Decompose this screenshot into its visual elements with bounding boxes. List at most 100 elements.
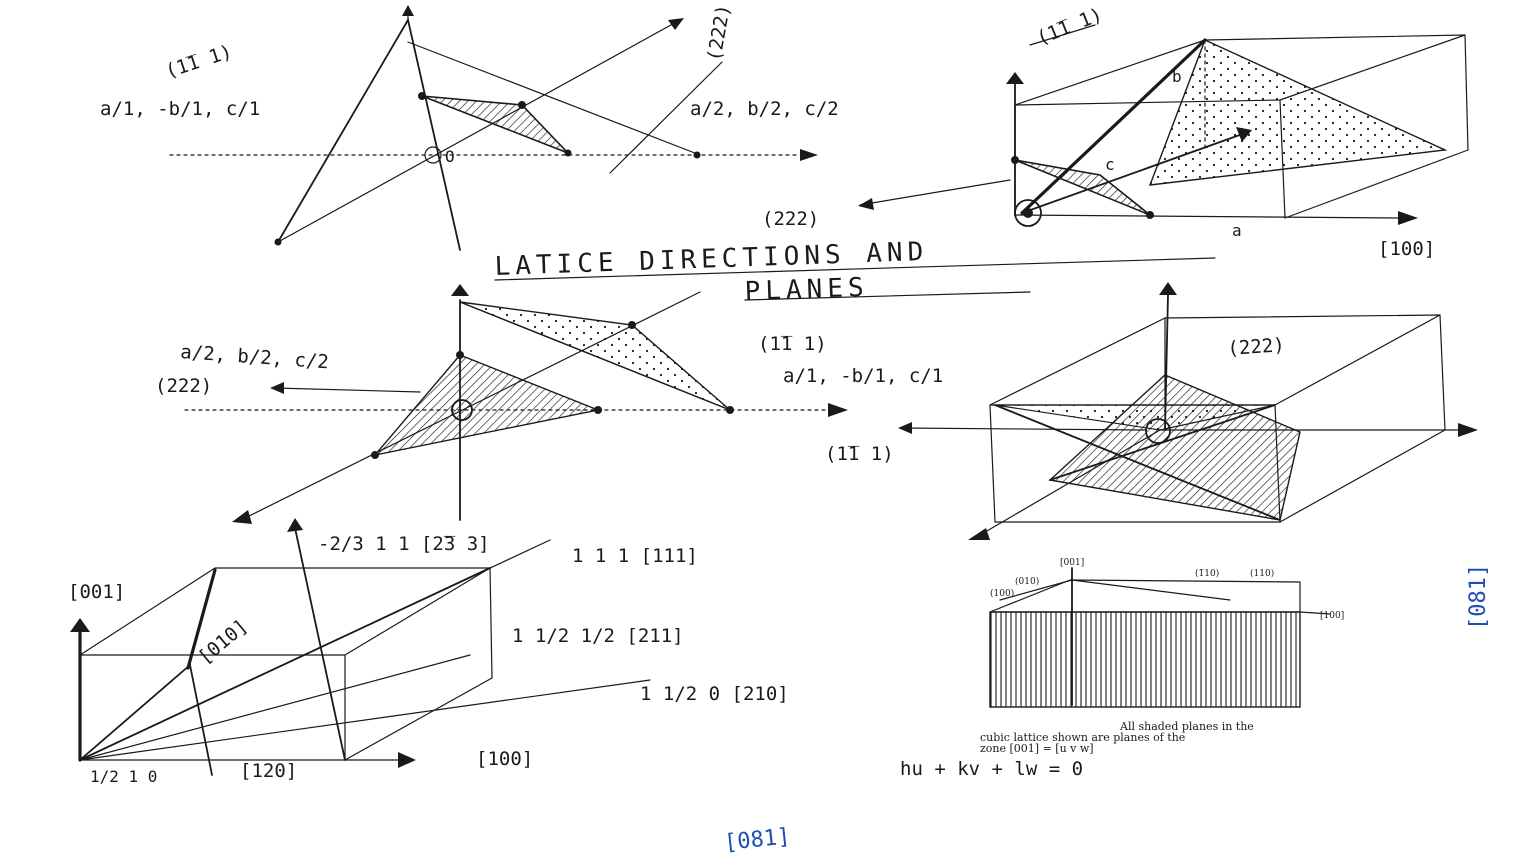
axis-c-arrowhead (70, 618, 90, 632)
axis-b-line (277, 19, 681, 243)
intercept-point (418, 92, 426, 100)
dir-120-line (189, 664, 213, 776)
plane-label-left: (222) (762, 208, 819, 230)
pointer-arrowhead (270, 382, 284, 394)
axis-b-arrowhead (668, 18, 684, 30)
axis-a-arrowhead (398, 752, 416, 768)
axis-b-arrowhead (232, 510, 252, 524)
pointer-arrow (899, 427, 1146, 431)
intercept-point (518, 101, 526, 109)
intercept-point (628, 321, 636, 329)
dir-100-label: [100] (476, 748, 533, 770)
plane-222-triangle (1014, 159, 1151, 216)
pointer-arrowhead (858, 198, 874, 210)
cube-edge (1284, 149, 1469, 219)
intercepts-right: a/2, b/2, c/2 (690, 98, 839, 120)
dir-111-label: 1 1 1 [111] (572, 545, 698, 567)
axis-c-arrowhead (1159, 282, 1177, 295)
cube-edge (489, 567, 493, 679)
cube-edge (1279, 429, 1446, 523)
intercept-point (726, 406, 734, 414)
axis-b-arrowhead (968, 528, 990, 540)
axis-c-label: c (1105, 155, 1115, 174)
panel-3-plane-diagram: a/2, b/2, c/2 (222) (1̅1 1) a/1, -b/1, c… (155, 284, 943, 524)
zone-label: [001] (1060, 558, 1084, 568)
panel-1-plane-diagram: (1̅1 1) a/1, -b/1, c/1 (222) a/2, b/2, c… (100, 3, 839, 251)
plane-1-11-face (1148, 39, 1448, 186)
dir-line (79, 539, 551, 761)
pointer-line (1299, 611, 1331, 615)
plane-edge (1071, 579, 1231, 601)
page-title-line2: PLANES (744, 273, 869, 307)
intercept-point (564, 149, 572, 157)
plane-diagonal (994, 404, 1281, 521)
plane-label-right: (1̅1 1) (758, 333, 827, 355)
zone-label: (110) (1250, 568, 1274, 579)
plane-label-top: (222) (1227, 334, 1286, 360)
axis-up-arrowhead (402, 5, 414, 16)
intercept-point (456, 351, 464, 359)
cube-edge (1439, 314, 1446, 431)
pointer-line (1029, 24, 1096, 46)
plane-222-face (1048, 374, 1301, 521)
page-number-bottom: [081] (723, 824, 791, 856)
axis-line (407, 19, 461, 251)
intercept-point (693, 151, 701, 159)
plane-label-left: (222) (155, 375, 212, 397)
title-underline (744, 291, 1031, 301)
page-number-right: [081] (1466, 564, 1491, 630)
axis-a-line (1014, 214, 1401, 219)
dir-211-line (79, 654, 471, 761)
dir-010-line (186, 568, 217, 670)
pointer-arrowhead (898, 422, 912, 434)
intercepts-right: a/1, -b/1, c/1 (783, 365, 943, 387)
zone-top-face (989, 579, 1301, 613)
axis-c-line (277, 19, 409, 243)
plane-edge (407, 41, 701, 156)
zone-label: (010) (1015, 576, 1039, 587)
intercepts-left: a/1, -b/1, c/1 (100, 98, 260, 120)
normal-arrow (1021, 131, 1249, 214)
intercept-point (371, 451, 379, 459)
caption-line-2: cubic lattice shown are planes of the (980, 731, 1185, 744)
dir-line (79, 664, 191, 761)
caption-line-3: zone [001] = [u v w] (980, 742, 1094, 755)
origin-label: O (445, 147, 455, 166)
intercept-point (1011, 156, 1019, 164)
intercept-point (274, 238, 282, 246)
intercepts-left: a/2, b/2, c/2 (180, 341, 330, 373)
plane-label-top: (1̅1 1) (1034, 4, 1106, 50)
origin-dot (1023, 208, 1033, 218)
cube-top-face (989, 314, 1441, 406)
cube-top-face (79, 567, 491, 656)
panel-4-cube-diagram: (222) (1̅1 1) (825, 282, 1478, 540)
dir-210-label: 1 1/2 0 [210] (640, 683, 789, 705)
direction-100-label: [100] (1378, 238, 1435, 260)
axis-a-label: a (1232, 221, 1242, 240)
zone-planes-block (989, 611, 1301, 708)
intercept-point (1146, 211, 1154, 219)
axis-a-arrowhead (828, 403, 848, 417)
cube-edge (989, 404, 996, 523)
axis-a-arrowhead (800, 149, 818, 161)
panel-5-directions-diagram: [001] [010] -2/3 1 1 [2̅3 3] 1 1 1 [111]… (68, 518, 789, 786)
pointer-arrow (274, 387, 421, 393)
cube-edge (344, 677, 493, 761)
normal-arrowhead (1236, 127, 1252, 142)
origin-circle (424, 146, 442, 164)
title-block: LATICE DIRECTIONS AND PLANES (494, 237, 1216, 307)
zone-label: [100] (1320, 611, 1344, 621)
dir-233-line (294, 527, 346, 761)
normal-arrow (609, 61, 723, 174)
pointer-line (999, 579, 1073, 601)
dir-233-arrowhead (287, 518, 303, 532)
dir-211-label: 1 1/2 1/2 [211] (512, 625, 684, 647)
plane-1-11-edge (1020, 38, 1207, 215)
panel-6-zone-figure: [001] (010) (100) (1̅10) (110) [100] All… (900, 558, 1344, 780)
dir-001-label: [001] (68, 581, 125, 603)
zone-equation: hu + kv + lw = 0 (900, 758, 1083, 780)
plane-222-triangle (421, 95, 569, 154)
plane-edge (459, 301, 731, 411)
title-underline (494, 257, 1216, 281)
dir-120-label: [120] (240, 760, 297, 782)
